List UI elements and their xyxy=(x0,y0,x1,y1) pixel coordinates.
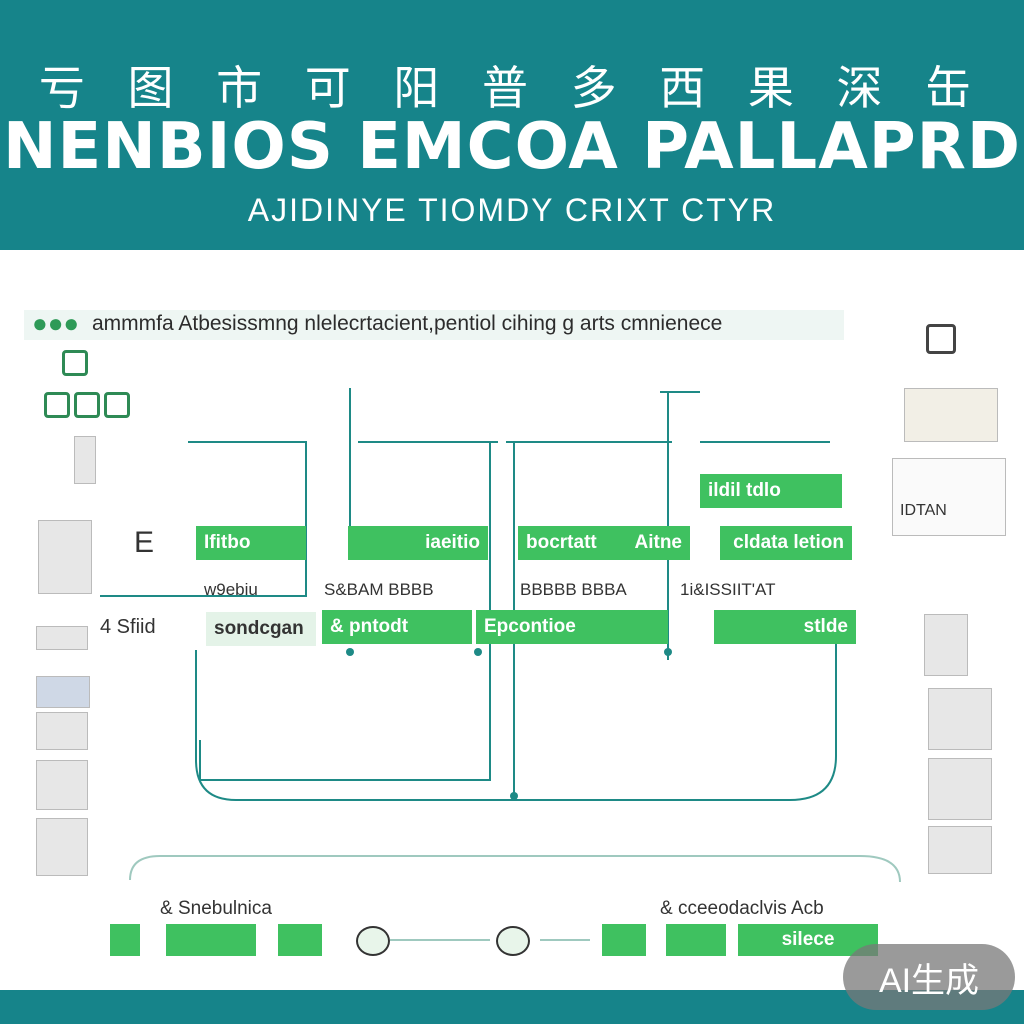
flow-node[interactable]: stlde xyxy=(714,610,856,644)
flow-node[interactable]: ildil tdlo xyxy=(700,474,842,508)
flow-node[interactable]: & pntodt xyxy=(322,610,472,644)
flow-node[interactable]: cldata letion xyxy=(720,526,852,560)
subtitle: AJIDINYE TIOMDY CRIXT CTYR xyxy=(247,192,777,228)
flow-node[interactable]: Aitne xyxy=(614,526,690,560)
door-icon xyxy=(44,392,70,418)
bottom-node[interactable] xyxy=(110,924,140,956)
right-doc-block xyxy=(928,758,992,820)
flow-label: 1i&ISSIIT'AT xyxy=(680,580,776,599)
flow-label: S&BAM BBBB xyxy=(324,580,434,599)
flow-node[interactable]: bocrtatt xyxy=(518,526,614,560)
bottom-label: & Snebulnica xyxy=(160,898,272,919)
screen-icon xyxy=(104,392,130,418)
bottom-label: & cceeodaclvis Acb xyxy=(660,898,824,919)
bottom-node[interactable] xyxy=(602,924,646,956)
right-device xyxy=(924,614,968,676)
right-card xyxy=(892,458,1006,536)
side-doc-block xyxy=(36,626,88,650)
flow-node[interactable]: sondcgan xyxy=(206,612,316,646)
legend-bar xyxy=(24,310,844,340)
ai-generated-badge: AI生成 xyxy=(843,944,1015,1010)
gear-icon xyxy=(356,926,390,956)
bottom-node[interactable] xyxy=(666,924,726,956)
header-banner: 亏 图 市 可 阳 普 多 西 果 深 缶 NENBIOS EMCOA PALL… xyxy=(0,0,1024,250)
flow-label: w9ebiu xyxy=(204,580,258,599)
marker-label: E xyxy=(134,526,155,559)
flow-node[interactable]: Epcontioe xyxy=(476,610,668,644)
bottom-node[interactable] xyxy=(278,924,322,956)
flow-label: BBBBB BBBA xyxy=(520,580,627,599)
side-doc-block xyxy=(36,676,90,708)
building-icon xyxy=(62,350,88,376)
flow-node[interactable]: iaeitio xyxy=(348,526,488,560)
printer-icon xyxy=(926,324,956,354)
side-doc-block xyxy=(74,436,96,484)
side-doc-block xyxy=(36,712,88,750)
bottom-node[interactable] xyxy=(166,924,256,956)
side-doc-block xyxy=(38,520,92,594)
chinese-title: 亏 图 市 可 阳 普 多 西 果 深 缶 xyxy=(38,61,986,115)
right-card xyxy=(904,388,998,442)
main-title: NENBIOS EMCOA PALLAPRD xyxy=(2,110,1022,184)
right-doc-block xyxy=(928,688,992,750)
flow-label: 4 Sfiid xyxy=(100,616,156,638)
flow-node[interactable]: Ifitbo xyxy=(196,526,306,560)
right-card-tag: IDTAN xyxy=(900,502,947,519)
legend-text: ammmfa Atbesissmng nlelecrtacient,pentio… xyxy=(92,312,723,335)
window-icon xyxy=(74,392,100,418)
side-doc-block xyxy=(36,818,88,876)
right-doc-block xyxy=(928,826,992,874)
side-doc-block xyxy=(36,760,88,810)
gear-icon xyxy=(496,926,530,956)
legend-icons: ●●● xyxy=(32,308,80,338)
